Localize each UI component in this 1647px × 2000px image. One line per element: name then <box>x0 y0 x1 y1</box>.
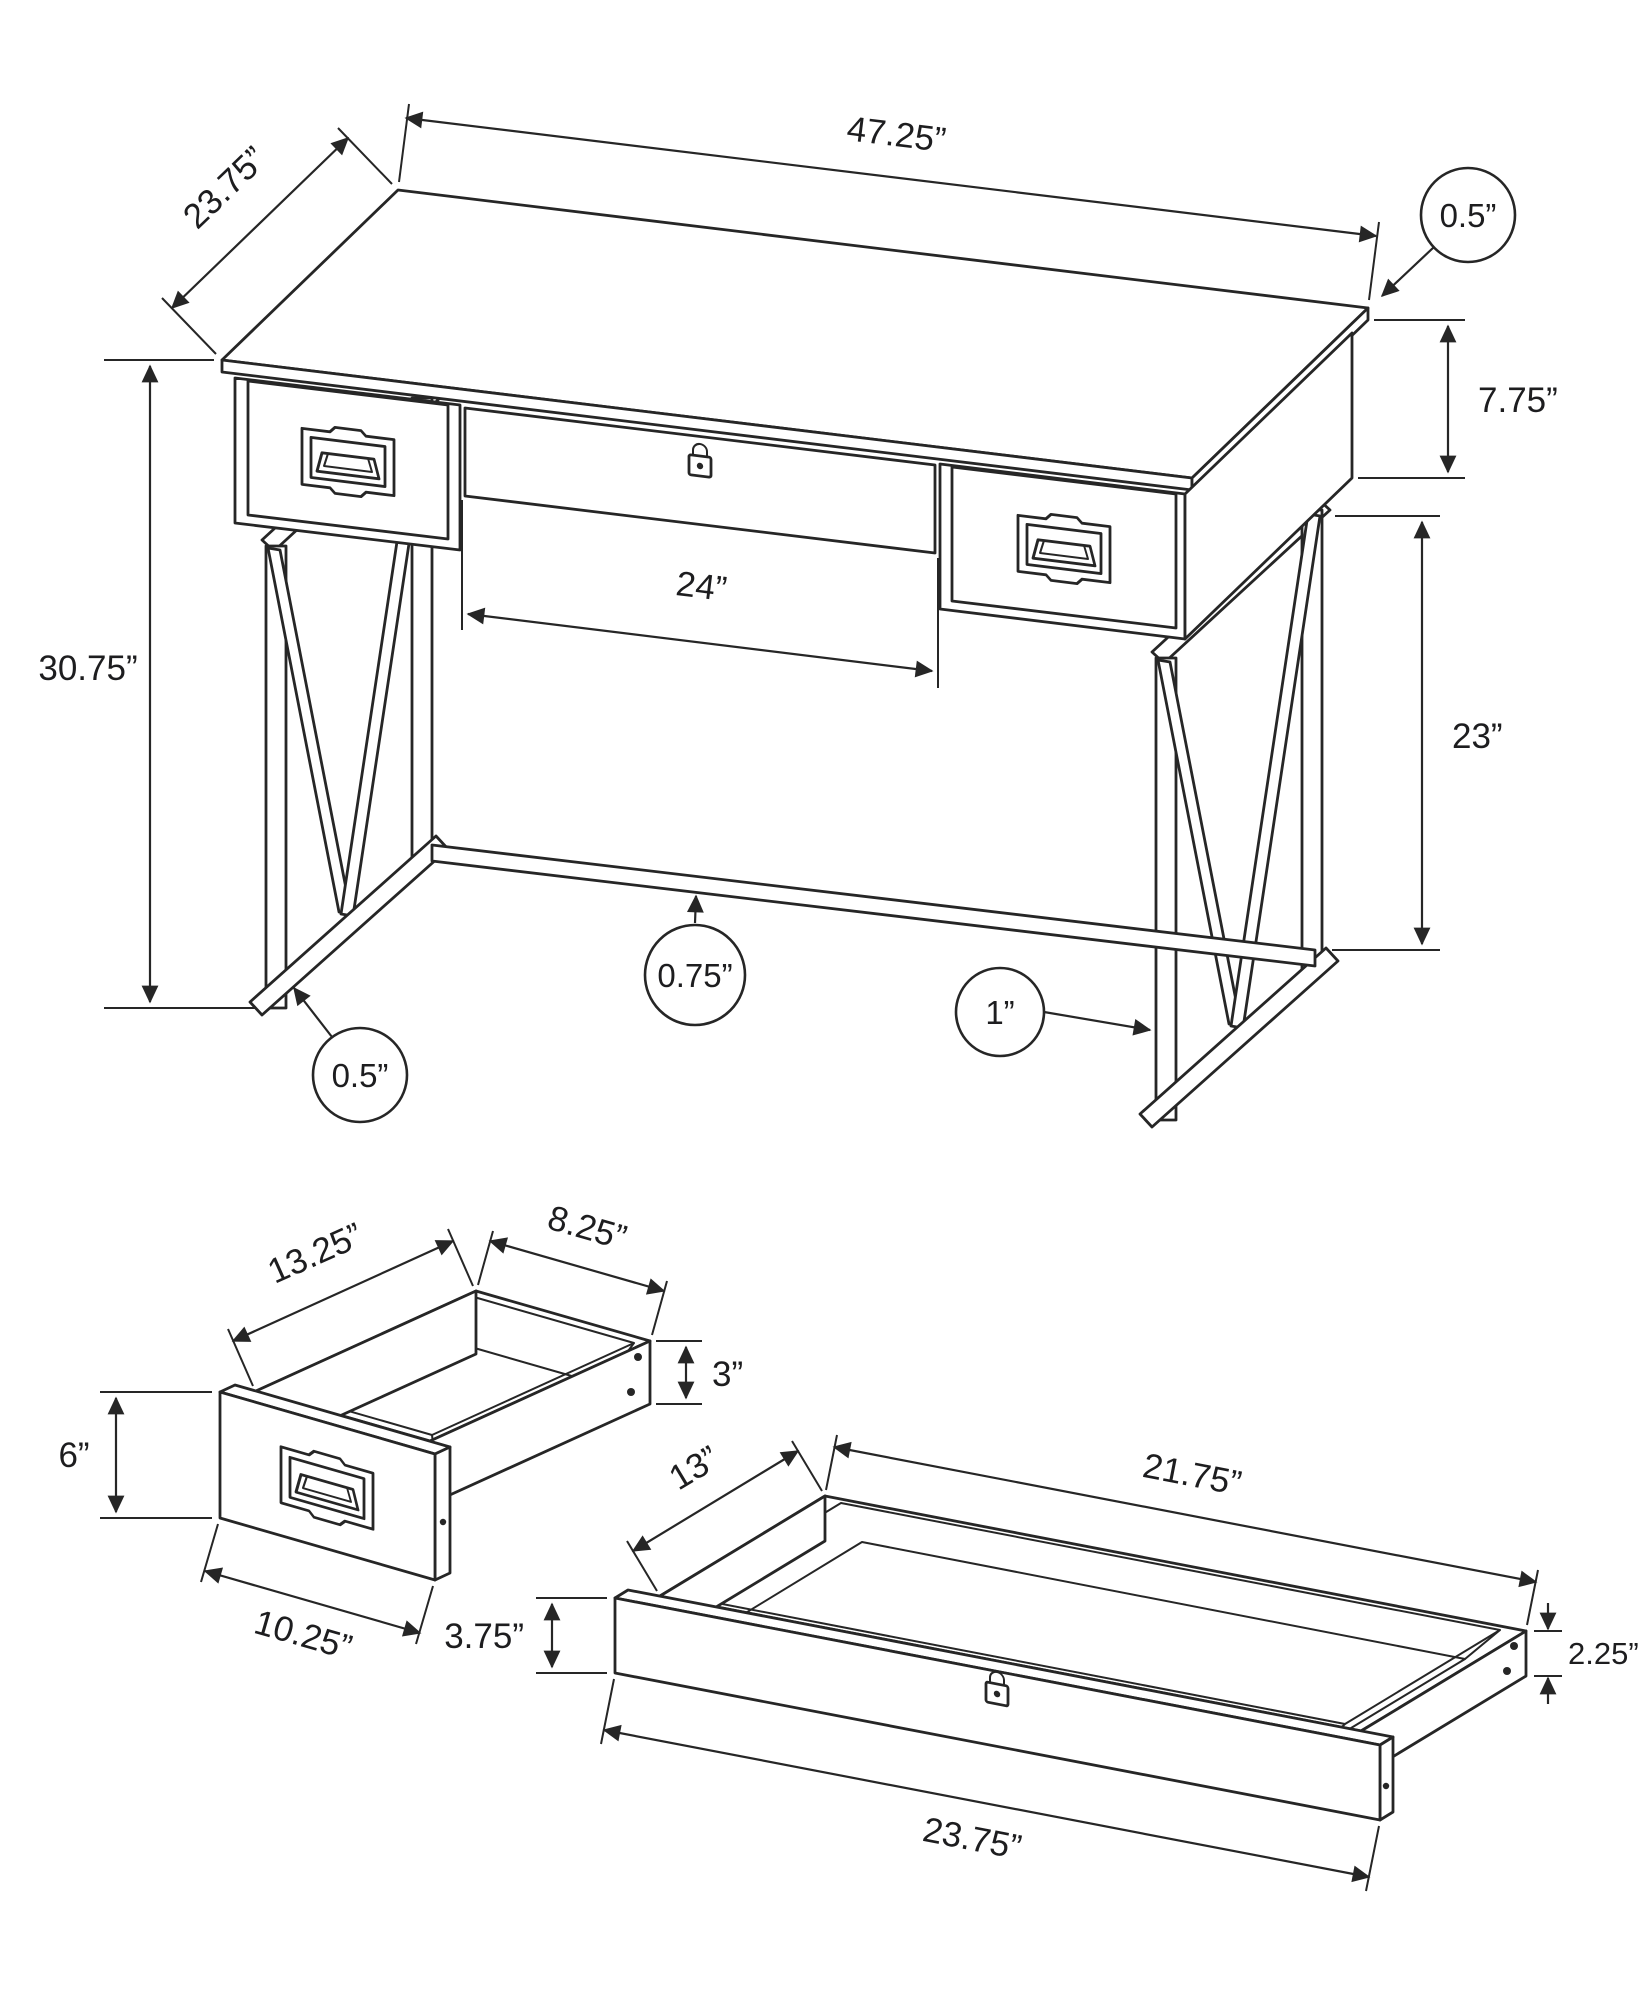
dimension-arrow <box>170 136 350 310</box>
dim-label-center-front-height: 3.75” <box>444 1617 524 1656</box>
dim-apron-height: 7.75” <box>1358 319 1558 479</box>
center-drawer-panel-right-edge <box>1378 1735 1395 1822</box>
dimension-arrow <box>488 1237 666 1295</box>
dim-center-drawer-front-width: 23.75” <box>600 1678 1380 1892</box>
dim-label-knee-width: 24” <box>674 564 729 609</box>
callout-circle <box>311 1026 409 1124</box>
callout-frame-thickness: 0.5” <box>293 986 409 1124</box>
callout-circle <box>954 966 1046 1058</box>
screw-dot <box>1503 1667 1511 1675</box>
dim-label-frame-thickness: 0.5” <box>332 1057 389 1094</box>
dimension-arrow <box>631 1450 800 1552</box>
side-drawer-panel-right-edge <box>433 1445 452 1582</box>
dim-center-drawer-front-height: 3.75” <box>444 1597 607 1674</box>
center-drawer-front <box>463 406 937 555</box>
callout-top-thickness: 0.5” <box>1380 166 1517 298</box>
dim-label-top-thickness: 0.5” <box>1440 197 1497 234</box>
dim-label-stretcher-thickness: 0.75” <box>657 957 732 994</box>
dimension-arrow <box>203 1567 422 1637</box>
right-leg-front-post <box>1154 656 1178 1122</box>
stretcher-bar <box>430 843 1317 968</box>
center-drawer-view: 13” 21.75” 3.75” 2.25” 23.75” <box>444 1434 1639 1892</box>
leader-line <box>686 894 704 924</box>
screw-dot <box>634 1353 642 1361</box>
left-leg-front-post <box>264 544 288 1010</box>
dim-center-drawer-box-height: 2.25” <box>1534 1603 1639 1704</box>
dim-label-overall-height: 30.75” <box>38 649 137 688</box>
dim-label-apron-height: 7.75” <box>1478 381 1558 420</box>
dimension-arrow <box>832 1441 1538 1588</box>
right-leg-foot <box>1138 946 1340 1129</box>
dim-label-side-front-height: 6” <box>58 1436 89 1475</box>
extension-line <box>791 1440 823 1492</box>
screw-dot <box>439 1518 447 1526</box>
dim-label-side-box-height: 3” <box>712 1355 743 1394</box>
dim-overall-height: 30.75” <box>38 359 256 1009</box>
leader-line <box>293 986 333 1038</box>
interior-corner-line <box>1464 1629 1501 1660</box>
dim-label-center-box-height: 2.25” <box>1568 1636 1639 1671</box>
desk-view: 47.25” 23.75” 0.5” 7.75” 30.75” <box>38 103 1558 1129</box>
dim-label-foot-width: 1” <box>985 994 1014 1031</box>
extension-line <box>447 1228 474 1287</box>
callout-circle <box>643 923 747 1027</box>
callout-circle <box>1419 166 1517 264</box>
side-drawer-view: 13.25” 8.25” 6” 3” 10.25” <box>58 1198 743 1667</box>
dimension-arrow <box>602 1724 1371 1883</box>
dim-label-clearance-height: 23” <box>1452 717 1503 756</box>
callout-stretcher-thickness: 0.75” <box>643 894 747 1027</box>
dimension-arrow <box>466 607 934 678</box>
screw-dot <box>627 1388 635 1396</box>
dim-side-drawer-front-height: 6” <box>58 1391 212 1519</box>
screw-dot <box>1382 1782 1390 1790</box>
leader-line <box>1380 246 1435 298</box>
leader-line <box>1043 1010 1152 1036</box>
dim-knee-width: 24” <box>461 500 939 688</box>
dim-clearance-height: 23” <box>1332 515 1503 951</box>
dim-side-drawer-box-height: 3” <box>656 1340 743 1405</box>
dimension-arrow <box>231 1239 455 1343</box>
dimension-arrow <box>404 111 1378 243</box>
apron-right-side-face <box>1183 331 1354 641</box>
callout-foot-width: 1” <box>954 966 1152 1058</box>
screw-dot <box>1510 1642 1518 1650</box>
